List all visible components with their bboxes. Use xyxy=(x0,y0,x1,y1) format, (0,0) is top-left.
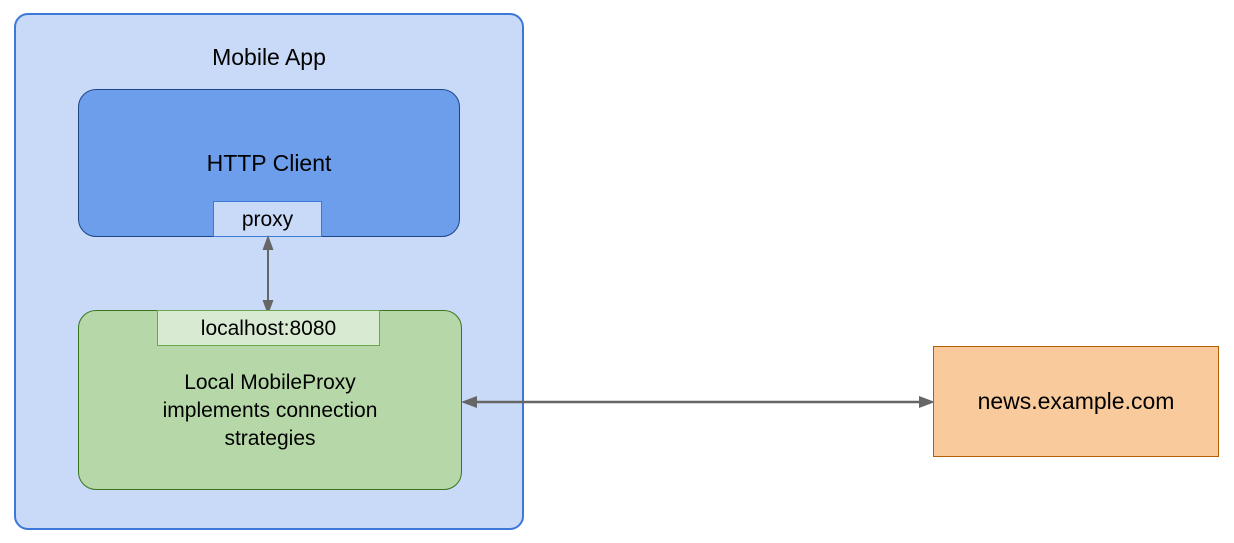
local-mobileproxy-line-1: Local MobileProxy xyxy=(184,371,356,394)
local-mobileproxy-line-3: strategies xyxy=(224,426,316,450)
proxy-port-label: proxy xyxy=(241,207,294,231)
http-client-label: HTTP Client xyxy=(206,149,332,176)
localhost-port-label: localhost:8080 xyxy=(200,316,337,340)
local-mobileproxy-description: Local MobileProxy implements connection … xyxy=(79,369,461,453)
proxy-port-badge[interactable]: proxy xyxy=(213,201,322,237)
local-proxy-to-remote-host-arrow xyxy=(461,396,935,408)
local-mobileproxy-line-2: implements connection xyxy=(162,398,378,422)
localhost-port-badge[interactable]: localhost:8080 xyxy=(157,310,380,346)
mobile-app-title: Mobile App xyxy=(212,44,326,70)
remote-host-label: news.example.com xyxy=(977,388,1175,414)
remote-host-node[interactable]: news.example.com xyxy=(933,346,1219,457)
proxy-to-localhost-arrow xyxy=(262,235,274,315)
